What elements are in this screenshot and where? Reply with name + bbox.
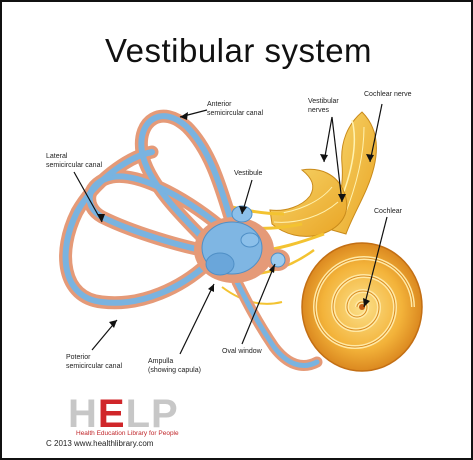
label-vestibule: Vestibule — [234, 170, 263, 177]
copyright-text: C 2013 www.healthlibrary.com — [46, 439, 154, 448]
help-logo: HELP — [68, 392, 179, 437]
logo-letter-h: H — [68, 392, 98, 436]
ampulla — [205, 252, 235, 276]
logo-letter-e: E — [97, 392, 126, 436]
label-cochlear-nerve: Cochlear nerve — [364, 91, 412, 98]
label-ampulla: Ampulla (showing capula) — [148, 358, 201, 374]
label-vestibular-nerves: Vestibular nerves — [308, 98, 339, 114]
label-lateral-canal: Lateral semicircular canal — [46, 153, 103, 169]
label-anterior-canal: Anterior semicircular canal — [207, 101, 264, 117]
diagram-title: Vestibular system — [104, 32, 373, 69]
logo-letters-lp: LP — [125, 392, 179, 436]
label-posterior-canal: Poterior semicircular canal — [66, 354, 123, 370]
label-cochlear: Cochlear — [374, 208, 403, 215]
vestibular-nerves — [269, 168, 348, 237]
label-oval-window: Oval window — [222, 348, 262, 355]
logo-tagline: Health Education Library for People — [76, 430, 179, 437]
